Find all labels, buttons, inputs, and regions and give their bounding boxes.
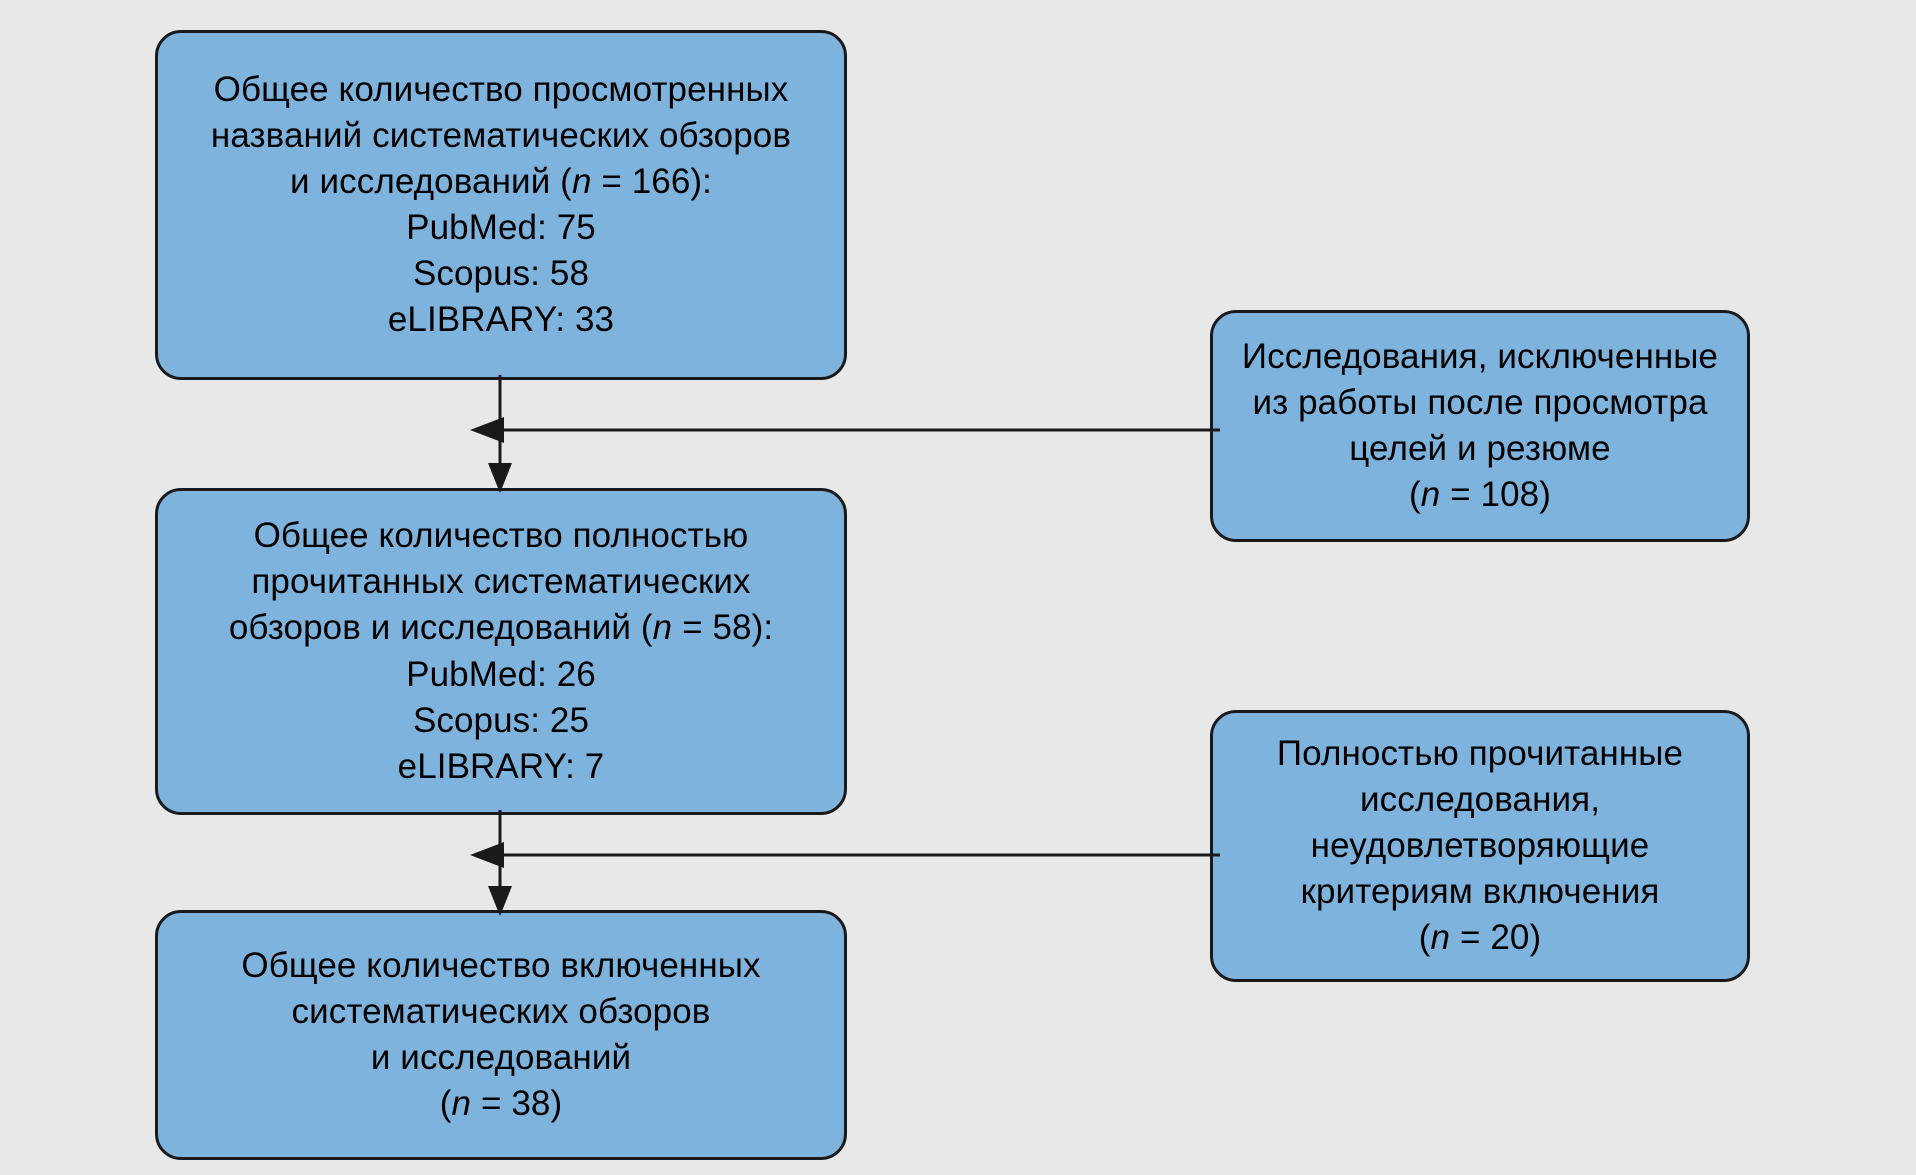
excluded-criteria-count-n: n (1430, 918, 1451, 958)
box-excluded-not-meeting-criteria: Полностью прочитанные исследования, неуд… (1210, 710, 1750, 982)
excluded-abstract-line-3: целей и резюме (1349, 429, 1611, 468)
records-fulltext-scopus: Scopus: 25 (412, 700, 590, 740)
records-screened-scopus: Scopus: 58 (412, 254, 590, 294)
excluded-abstract-count-n: n (1420, 475, 1441, 515)
excluded-criteria-line-4: критериям включения (1300, 872, 1660, 911)
excluded-criteria-count: (n = 20) (1419, 915, 1541, 961)
records-screened-line-3: и исследований (n = 166): (290, 159, 712, 205)
records-included-line-1: Общее количество включенных (241, 945, 761, 985)
arrow-excluded-criteria-to-flow (470, 842, 1220, 868)
records-included-count: (n = 38) (440, 1081, 562, 1127)
records-fulltext-line-3-prefix: обзоров и исследований ( (228, 608, 653, 648)
records-included-count-n: n (451, 1084, 472, 1124)
excluded-abstract-line-1: Исследования, исключенные (1241, 336, 1719, 376)
records-included-line-3: и исследований (370, 1038, 632, 1077)
box-records-included: Общее количество включенных систематичес… (155, 910, 847, 1160)
excluded-abstract-count: (n = 108) (1409, 472, 1551, 518)
records-screened-pubmed: PubMed: 75 (406, 208, 596, 247)
records-screened-elibrary: eLIBRARY: 33 (387, 300, 615, 340)
records-included-line-2: систематических обзоров (291, 991, 711, 1031)
box-excluded-after-abstract: Исследования, исключенные из работы посл… (1210, 310, 1750, 542)
arrow-fulltext-to-included (488, 810, 512, 916)
excluded-criteria-count-suffix: = 20) (1450, 918, 1542, 958)
excluded-abstract-line-2: из работы после просмотра (1252, 382, 1708, 422)
excluded-criteria-line-3: неудовлетворяющие (1310, 825, 1650, 865)
records-fulltext-line-1: Общее количество полностью (253, 516, 749, 556)
records-included-count-prefix: ( (439, 1084, 452, 1124)
records-included-count-suffix: = 38) (471, 1084, 563, 1124)
excluded-abstract-count-suffix: = 108) (1440, 475, 1551, 515)
records-fulltext-elibrary: eLIBRARY: 7 (397, 746, 605, 786)
records-fulltext-line-3: обзоров и исследований (n = 58): (229, 605, 773, 651)
box-records-screened: Общее количество просмотренных названий … (155, 30, 847, 380)
excluded-abstract-count-prefix: ( (1409, 475, 1421, 515)
excluded-criteria-line-2: исследования, (1359, 779, 1601, 819)
records-fulltext-line-2: прочитанных систематических (251, 562, 751, 602)
arrow-excluded-abstract-to-flow (470, 417, 1220, 443)
excluded-criteria-count-prefix: ( (1418, 918, 1431, 958)
records-fulltext-line-3-suffix: = 58): (672, 608, 774, 648)
excluded-criteria-line-1: Полностью прочитанные (1276, 733, 1684, 773)
records-screened-line-2: названий систематических обзоров (210, 115, 792, 155)
records-screened-line-3-suffix: = 166): (591, 161, 712, 201)
records-fulltext-pubmed: PubMed: 26 (406, 654, 596, 694)
records-screened-line-1: Общее количество просмотренных (213, 69, 789, 109)
arrow-screened-to-fulltext (488, 375, 512, 493)
records-screened-line-3-n: n (571, 161, 592, 201)
records-fulltext-line-3-n: n (652, 608, 673, 648)
records-screened-line-3-prefix: и исследований ( (290, 161, 572, 201)
box-records-fulltext: Общее количество полностью прочитанных с… (155, 488, 847, 815)
